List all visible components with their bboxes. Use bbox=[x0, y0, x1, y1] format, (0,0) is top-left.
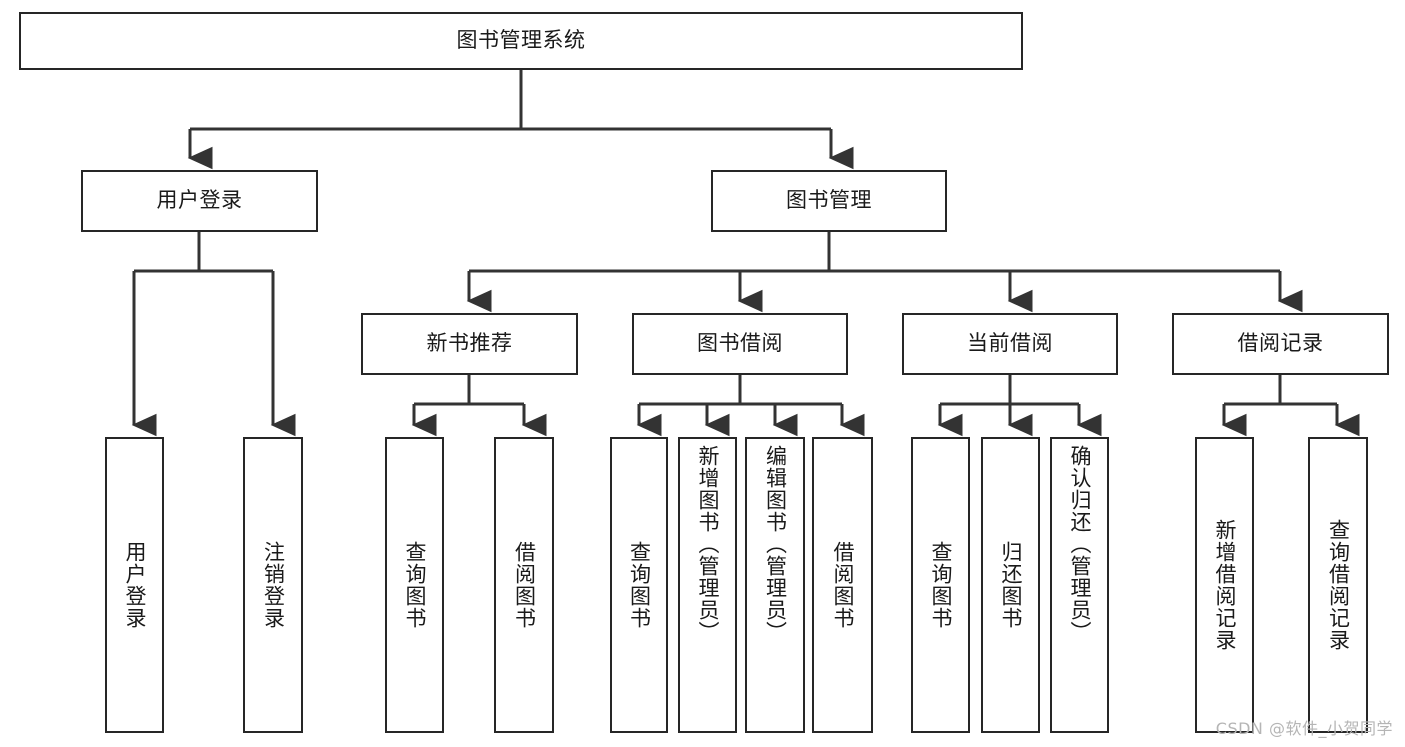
node-current-borrow[interactable]: 当前借阅 bbox=[902, 313, 1118, 375]
leaf-book-borrow-1[interactable]: 查询图书 bbox=[610, 437, 668, 733]
leaf-borrow-record-2[interactable]: 查询借阅记录 bbox=[1308, 437, 1368, 733]
node-borrow-record-label: 借阅记录 bbox=[1237, 331, 1324, 356]
leaf-book-borrow-4-label: 借阅图书 bbox=[830, 541, 855, 629]
node-root-label: 图书管理系统 bbox=[456, 28, 586, 53]
leaf-current-borrow-2[interactable]: 归还图书 bbox=[981, 437, 1040, 733]
leaf-borrow-record-1[interactable]: 新增借阅记录 bbox=[1195, 437, 1254, 733]
leaf-book-borrow-2[interactable]: 新增图书（管理员） bbox=[678, 437, 737, 733]
node-user-login-label: 用户登录 bbox=[156, 188, 243, 213]
leaf-current-borrow-3-label: 确认归还（管理员） bbox=[1067, 445, 1092, 643]
leaf-current-borrow-1-label: 查询图书 bbox=[928, 541, 953, 629]
leaf-book-borrow-1-label: 查询图书 bbox=[627, 541, 652, 629]
leaf-new-book-1-label: 查询图书 bbox=[402, 541, 427, 629]
leaf-book-borrow-2-label: 新增图书（管理员） bbox=[695, 445, 720, 643]
watermark: CSDN @软件_小贺同学 bbox=[1215, 719, 1393, 738]
leaf-new-book-2-label: 借阅图书 bbox=[512, 541, 537, 629]
leaf-user-login-1[interactable]: 用户登录 bbox=[105, 437, 164, 733]
leaf-current-borrow-2-label: 归还图书 bbox=[998, 541, 1023, 629]
node-user-login[interactable]: 用户登录 bbox=[81, 170, 318, 232]
node-borrow-record[interactable]: 借阅记录 bbox=[1172, 313, 1389, 375]
node-book-management[interactable]: 图书管理 bbox=[711, 170, 947, 232]
node-book-management-label: 图书管理 bbox=[786, 188, 872, 213]
node-book-borrow[interactable]: 图书借阅 bbox=[632, 313, 848, 375]
node-book-borrow-label: 图书借阅 bbox=[697, 331, 783, 356]
leaf-current-borrow-1[interactable]: 查询图书 bbox=[911, 437, 970, 733]
leaf-book-borrow-3-label: 编辑图书（管理员） bbox=[763, 445, 788, 643]
leaf-user-login-1-label: 用户登录 bbox=[122, 541, 147, 629]
node-current-borrow-label: 当前借阅 bbox=[967, 331, 1053, 356]
leaf-new-book-2[interactable]: 借阅图书 bbox=[494, 437, 554, 733]
leaf-book-borrow-3[interactable]: 编辑图书（管理员） bbox=[745, 437, 805, 733]
leaf-borrow-record-1-label: 新增借阅记录 bbox=[1212, 519, 1237, 651]
leaf-new-book-1[interactable]: 查询图书 bbox=[385, 437, 444, 733]
node-root[interactable]: 图书管理系统 bbox=[19, 12, 1023, 70]
leaf-user-login-2-label: 注销登录 bbox=[261, 541, 286, 629]
node-new-book-recommend-label: 新书推荐 bbox=[426, 331, 513, 356]
leaf-current-borrow-3[interactable]: 确认归还（管理员） bbox=[1050, 437, 1109, 733]
node-new-book-recommend[interactable]: 新书推荐 bbox=[361, 313, 578, 375]
leaf-book-borrow-4[interactable]: 借阅图书 bbox=[812, 437, 873, 733]
leaf-borrow-record-2-label: 查询借阅记录 bbox=[1326, 519, 1351, 651]
leaf-user-login-2[interactable]: 注销登录 bbox=[243, 437, 303, 733]
